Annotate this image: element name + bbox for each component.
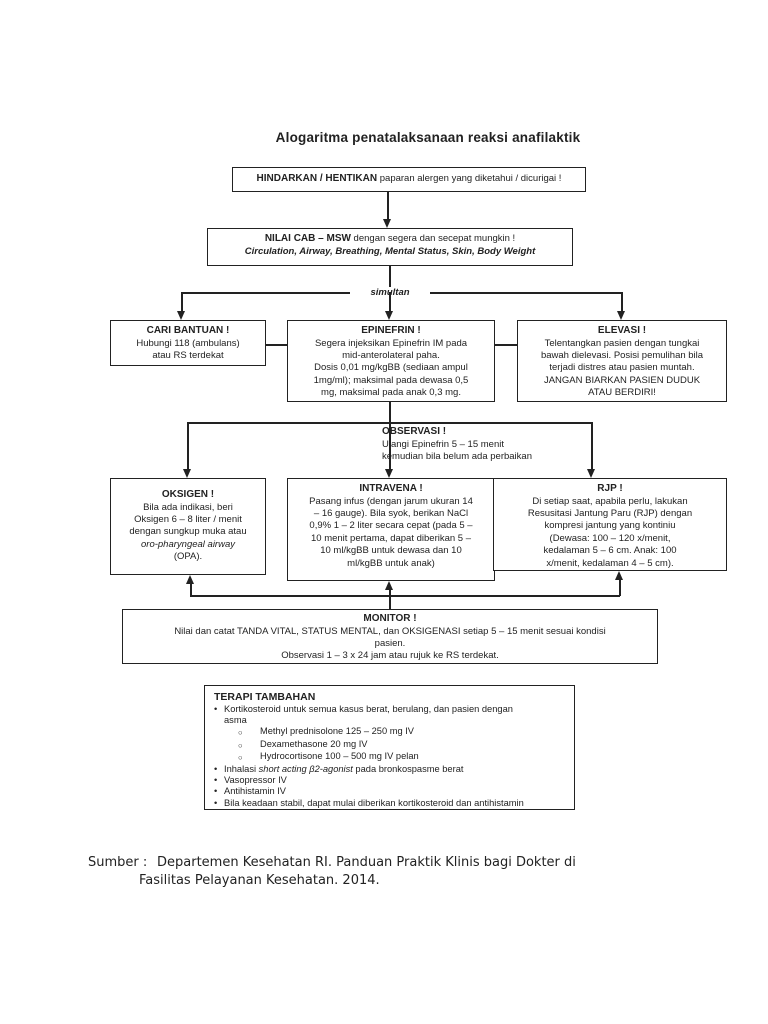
bullet-icon: • (214, 786, 218, 797)
terapi-item2-pre: Inhalasi (224, 763, 259, 774)
arrow-down-icon (183, 469, 191, 478)
observasi-header: OBSERVASI ! (382, 426, 447, 437)
terapi-subitem3-text: Hydrocortisone 100 – 500 mg IV pelan (260, 751, 419, 762)
connector-line (266, 344, 287, 346)
connector-line (389, 402, 391, 423)
connector-line (389, 422, 391, 470)
rjp-header: RJP ! (597, 483, 623, 494)
terapi-subitem-methylprednisolone: ○ Methyl prednisolone 125 – 250 mg IV (238, 726, 565, 738)
oksigen-last-line: (OPA). (173, 551, 203, 563)
connector-line (187, 422, 189, 470)
terapi-item5-text: Bila keadaan stabil, dapat mulai diberik… (224, 797, 524, 808)
terapi-subitem-hydrocortisone: ○ Hydrocortisone 100 – 500 mg IV pelan (238, 751, 565, 763)
circle-bullet-icon: ○ (238, 728, 243, 738)
oksigen-box: OKSIGEN ! Bila ada indikasi, beri Oksige… (110, 478, 266, 575)
connector-line (389, 589, 391, 596)
rjp-body: Di setiap saat, apabila perlu, lakukan R… (527, 495, 693, 569)
source-label: Sumber : (88, 855, 148, 870)
terapi-tambahan-box: TERAPI TAMBAHAN • Kortikosteroid untuk s… (204, 685, 575, 810)
hindarkan-box: HINDARKAN / HENTIKAN paparan alergen yan… (232, 167, 586, 192)
connector-line (591, 422, 593, 470)
arrow-down-icon (587, 469, 595, 478)
terapi-subitem2-text: Dexamethasone 20 mg IV (260, 738, 368, 749)
arrow-up-icon (615, 571, 623, 580)
cari-body: Hubungi 118 (ambulans) atau RS terdekat (136, 337, 240, 361)
hindarkan-rest: paparan alergen yang diketahui / dicurig… (377, 173, 562, 184)
epinefrin-header: EPINEFRIN ! (361, 325, 421, 336)
intravena-box: INTRAVENA ! Pasang infus (dengan jarum u… (287, 478, 495, 581)
nilai-line2: Circulation, Airway, Breathing, Mental S… (244, 245, 536, 257)
elevasi-header: ELEVASI ! (597, 325, 647, 336)
terapi-item-inhalasi: • Inhalasi short acting β2-agonist pada … (214, 764, 565, 775)
arrow-down-icon (177, 311, 185, 320)
connector-line (426, 292, 622, 294)
terapi-subitem-dexamethasone: ○ Dexamethasone 20 mg IV (238, 739, 565, 751)
bullet-icon: • (214, 703, 218, 714)
monitor-header: MONITOR ! (363, 613, 417, 624)
connector-line (387, 192, 389, 220)
arrow-down-icon (385, 469, 393, 478)
intravena-header: INTRAVENA ! (359, 483, 423, 494)
circle-bullet-icon: ○ (238, 740, 243, 750)
terapi-item-vasopressor: • Vasopressor IV (214, 775, 565, 786)
terapi-item4-text: Antihistamin IV (224, 786, 287, 797)
connector-line (495, 344, 517, 346)
terapi-item2-text: Inhalasi short acting β2-agonist pada br… (224, 764, 463, 775)
terapi-item3-text: Vasopressor IV (224, 774, 287, 785)
connector-line (182, 292, 354, 294)
connector-line (190, 595, 620, 597)
elevasi-body: Telentangkan pasien dengan tungkai bawah… (540, 337, 704, 399)
bullet-icon: • (214, 763, 218, 774)
connector-line (389, 595, 391, 609)
connector-line (621, 292, 623, 312)
connector-line (619, 579, 621, 596)
terapi-header: TERAPI TAMBAHAN (214, 691, 316, 703)
connector-line (190, 583, 192, 596)
terapi-item-stabil: • Bila keadaan stabil, dapat mulai diber… (214, 798, 565, 809)
intravena-body: Pasang infus (dengan jarum ukuran 14 – 1… (309, 495, 473, 569)
monitor-body: Nilai dan catat TANDA VITAL, STATUS MENT… (174, 625, 606, 662)
epinefrin-box: EPINEFRIN ! Segera injeksikan Epinefrin … (287, 320, 495, 402)
source-line1: Departemen Kesehatan RI. Panduan Praktik… (157, 855, 576, 870)
arrow-up-icon (186, 575, 194, 584)
rjp-box: RJP ! Di setiap saat, apabila perlu, lak… (493, 478, 727, 571)
terapi-item2-italic: short acting β2-agonist (258, 763, 353, 774)
terapi-item-antihistamin: • Antihistamin IV (214, 786, 565, 797)
arrow-down-icon (617, 311, 625, 320)
circle-bullet-icon: ○ (238, 753, 243, 763)
oksigen-body-top: Bila ada indikasi, beri Oksigen 6 – 8 li… (129, 501, 247, 538)
connector-line (389, 292, 391, 312)
arrow-down-icon (383, 219, 391, 228)
connector-line (181, 292, 183, 312)
terapi-item-kortikosteroid: • Kortikosteroid untuk semua kasus berat… (214, 704, 565, 727)
bullet-icon: • (214, 774, 218, 785)
nilai-rest: dengan segera dan secepat mungkin ! (350, 233, 516, 244)
cari-bantuan-box: CARI BANTUAN ! Hubungi 118 (ambulans) at… (110, 320, 266, 366)
oksigen-italic-line: oro-pharyngeal airway (141, 538, 235, 550)
oksigen-header: OKSIGEN ! (161, 489, 215, 500)
monitor-box: MONITOR ! Nilai dan catat TANDA VITAL, S… (122, 609, 658, 664)
terapi-item2-post: pada bronkospasme berat (352, 763, 464, 774)
nilai-bold: NILAI CAB – MSW (264, 233, 351, 244)
bullet-icon: • (214, 797, 218, 808)
epinefrin-body: Segera injeksikan Epinefrin IM pada mid-… (313, 337, 469, 399)
page-title: Alogaritma penatalaksanaan reaksi anafil… (275, 130, 581, 145)
terapi-subitem1-text: Methyl prednisolone 125 – 250 mg IV (260, 726, 415, 737)
observasi-body: Ulangi Epinefrin 5 – 15 menit kemudian b… (382, 438, 532, 463)
source-line2: Fasilitas Pelayanan Kesehatan. 2014. (139, 873, 380, 888)
elevasi-box: ELEVASI ! Telentangkan pasien dengan tun… (517, 320, 727, 402)
arrow-down-icon (385, 311, 393, 320)
nilai-cab-box: NILAI CAB – MSW dengan segera dan secepa… (207, 228, 573, 266)
cari-header: CARI BANTUAN ! (146, 325, 230, 336)
terapi-item1-text: Kortikosteroid untuk semua kasus berat, … (224, 703, 513, 725)
observasi-note: OBSERVASI ! Ulangi Epinefrin 5 – 15 meni… (382, 426, 562, 464)
nilai-line1: NILAI CAB – MSW dengan segera dan secepa… (208, 233, 572, 246)
connector-line (389, 266, 391, 293)
arrow-up-icon (385, 581, 393, 590)
hindarkan-bold: HINDARKAN / HENTIKAN (256, 173, 378, 184)
